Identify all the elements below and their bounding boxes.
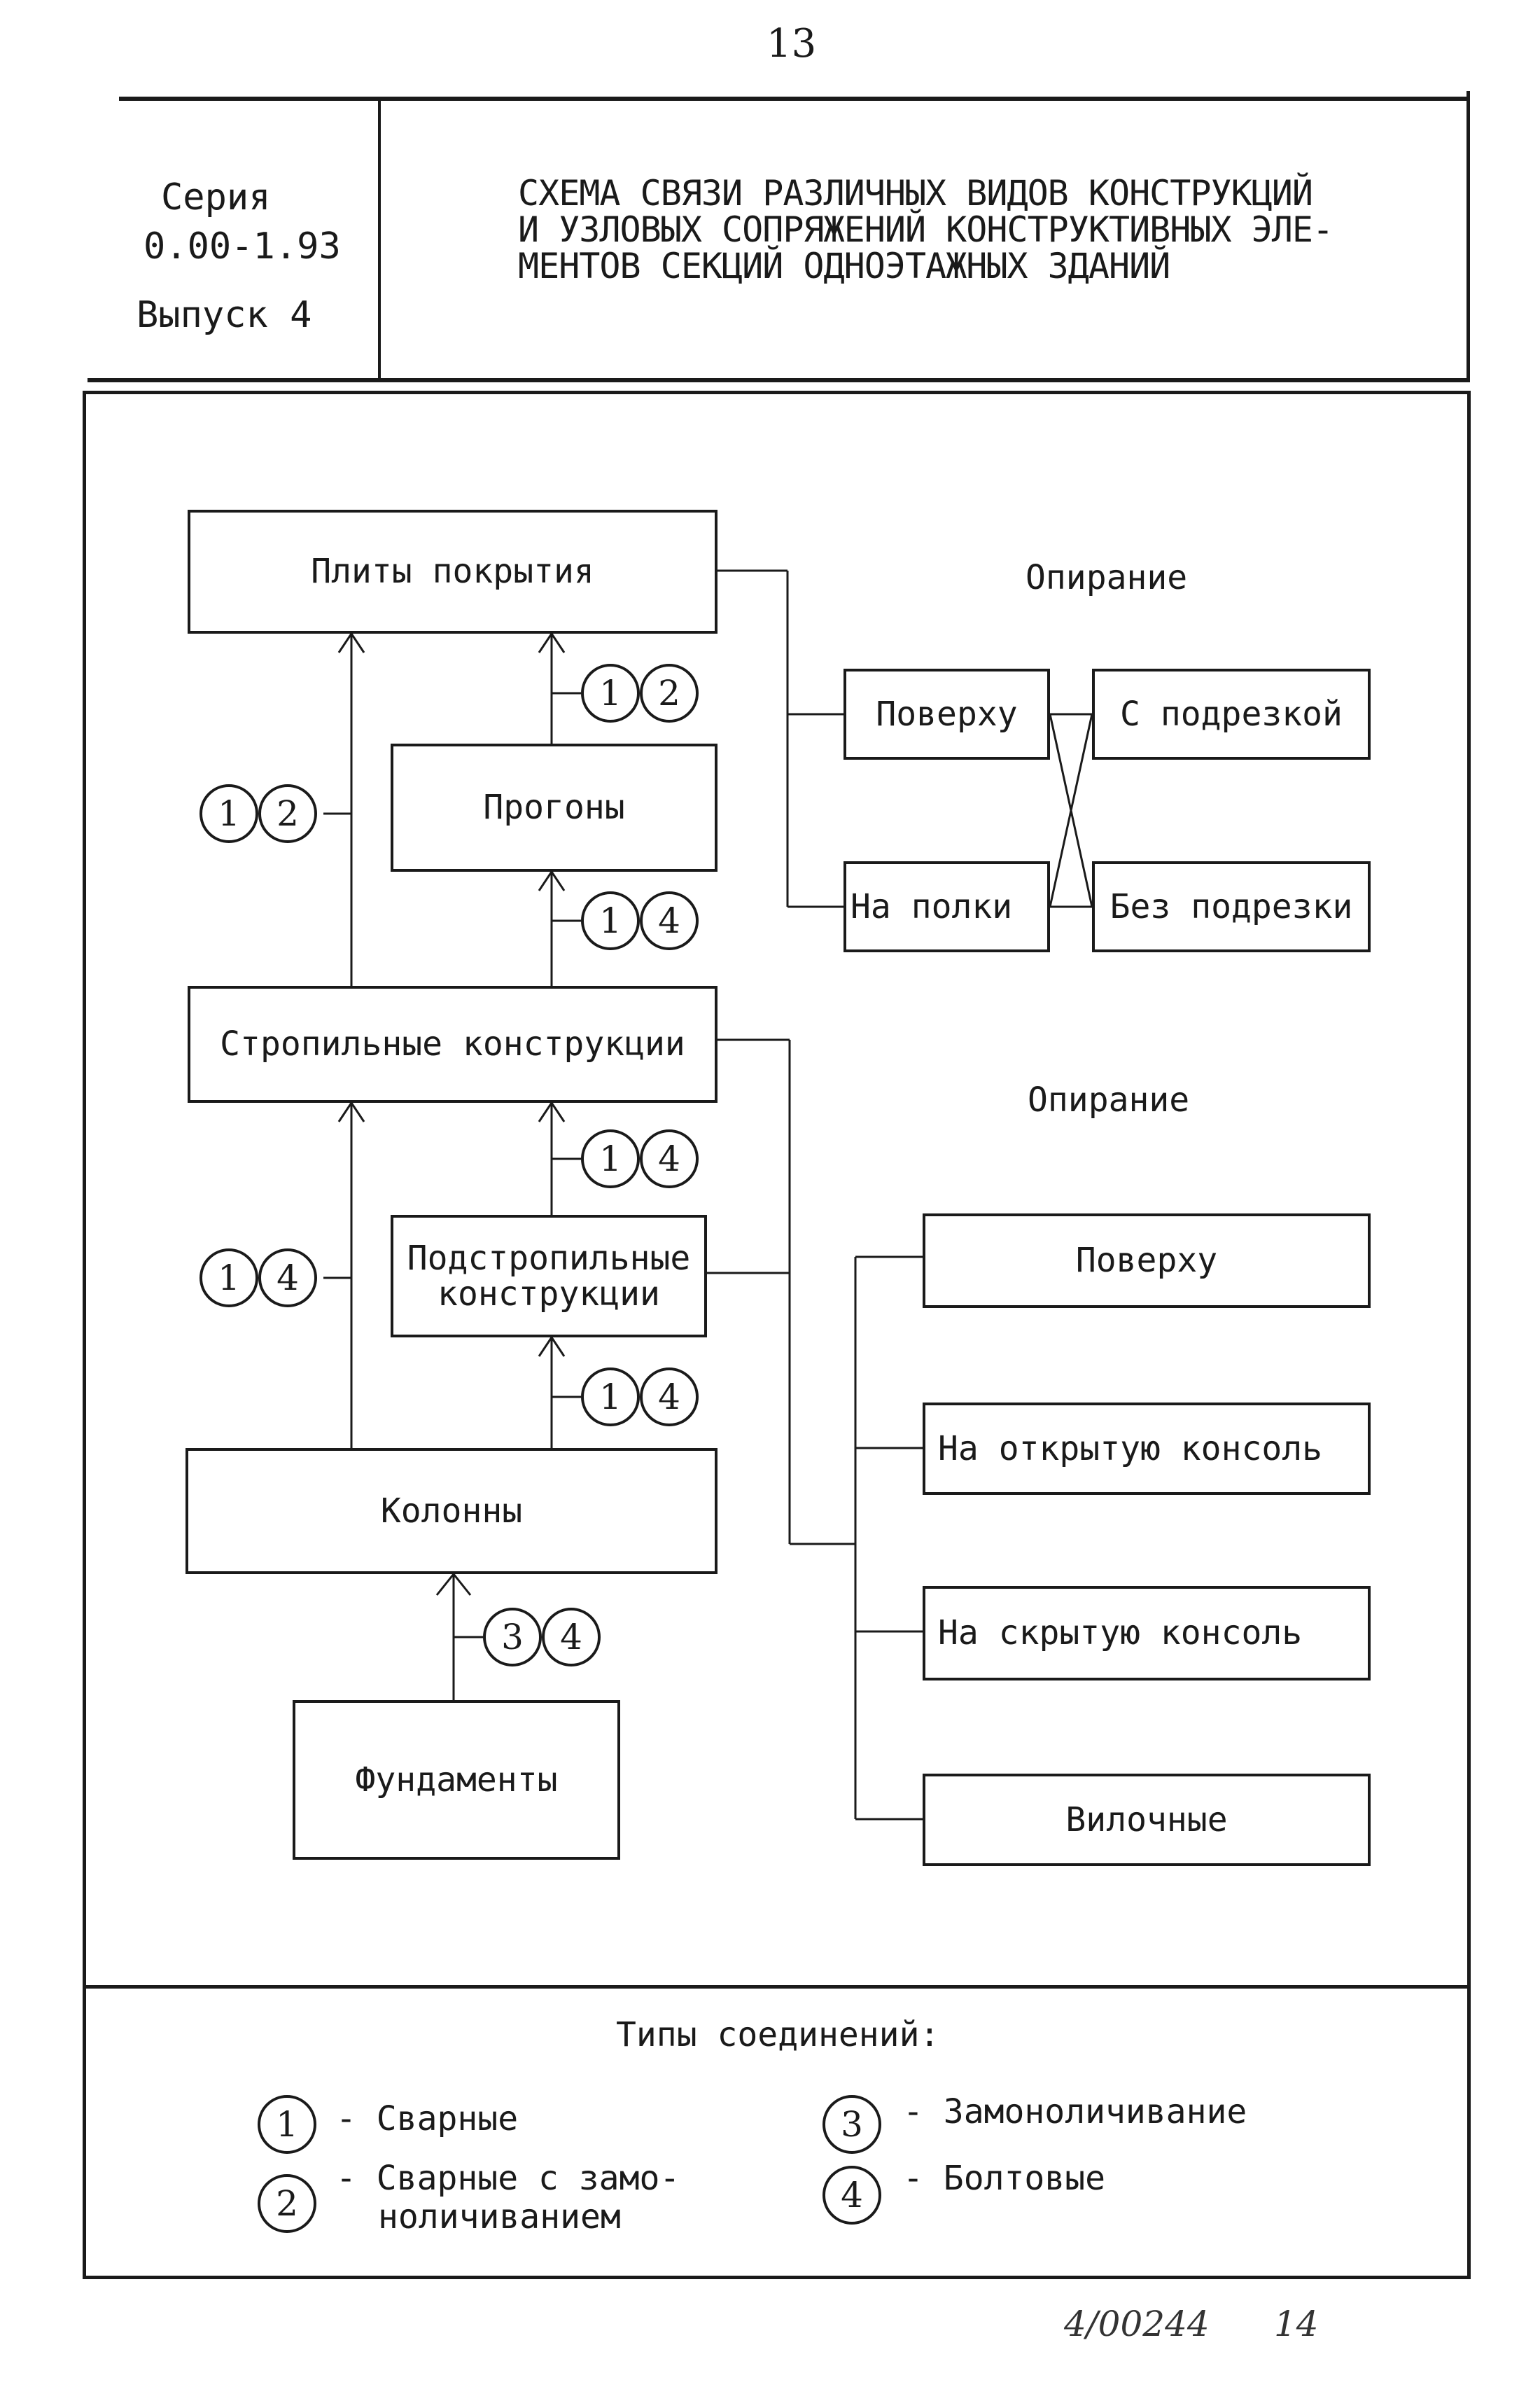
foundations-box: Фундаменты — [293, 1700, 620, 1860]
support-top-option-shelves: На полки — [844, 861, 1050, 952]
series-label: Серия — [161, 176, 271, 218]
cut-option-with-cut: С подрезкой — [1092, 669, 1371, 760]
roof-slabs-box: Плиты покрытия — [188, 510, 718, 634]
support-top-option-top-label: Поверху — [876, 694, 1018, 734]
purlins-box: Прогоны — [391, 744, 718, 872]
support-bottom-option-fork-label: Вилочные — [1065, 1800, 1228, 1839]
columns-subrafters-type-b: 4 — [640, 1368, 699, 1426]
legend-text-2-line-2: ноличиванием — [378, 2197, 621, 2236]
columns-box: Колонны — [186, 1448, 718, 1574]
support-bottom-option-fork: Вилочные — [923, 1774, 1371, 1866]
support-bottom-option-top: Поверху — [923, 1213, 1371, 1308]
cut-option-with-cut-label: С подрезкой — [1120, 694, 1343, 734]
subrafters-box: Подстропильные конструкции — [391, 1215, 707, 1337]
legend-heading: Типы соединений: — [616, 2015, 940, 2054]
columns-label: Колонны — [380, 1491, 523, 1531]
foundations-label: Фундаменты — [355, 1760, 558, 1800]
handwritten-inventory-code: 4/00244 — [1064, 2304, 1210, 2344]
purlins-label: Прогоны — [483, 788, 625, 828]
columns-rafters-type-a: 1 — [200, 1248, 258, 1307]
support-bottom-option-hidden-console-label: На скрытую консоль — [938, 1613, 1303, 1653]
legend-circle-2: 2 — [258, 2174, 316, 2233]
legend-circle-1: 1 — [258, 2095, 316, 2154]
diagram-title-line-3: МЕНТОВ СЕКЦИЙ ОДНОЭТАЖНЫХ ЗДАНИЙ — [518, 246, 1170, 286]
header-right-border — [1466, 91, 1470, 382]
subrafters-rafters-type-a: 1 — [581, 1129, 640, 1188]
purlins-slabs-type-a: 1 — [581, 664, 640, 723]
legend-text-4: - Болтовые — [903, 2159, 1105, 2198]
support-bottom-option-open-console: На открытую консоль — [923, 1403, 1371, 1495]
rafters-slabs-type-b: 2 — [258, 784, 317, 843]
subrafters-label-line-2: конструкции — [438, 1274, 660, 1314]
columns-rafters-type-b: 4 — [258, 1248, 317, 1307]
series-number: 0.00-1.93 — [144, 225, 341, 267]
header-divider — [378, 97, 381, 380]
support-heading-bottom: Опирание — [1028, 1080, 1190, 1120]
cut-option-without-cut: Без подрезки — [1092, 861, 1371, 952]
header-bottom-border — [88, 378, 1470, 382]
diagram-title-line-2: И УЗЛОВЫХ СОПРЯЖЕНИЙ КОНСТРУКТИВНЫХ ЭЛЕ- — [518, 209, 1334, 250]
rafters-purlins-type-b: 4 — [640, 891, 699, 950]
purlins-slabs-type-b: 2 — [640, 664, 699, 723]
diagram-title-line-1: СХЕМА СВЯЗИ РАЗЛИЧНЫХ ВИДОВ КОНСТРУКЦИЙ — [518, 173, 1313, 214]
cut-option-without-cut-label: Без подрезки — [1110, 886, 1353, 926]
support-top-option-shelves-label: На полки — [850, 886, 1013, 926]
columns-subrafters-type-a: 1 — [581, 1368, 640, 1426]
legend-text-1: - Сварные — [336, 2099, 519, 2138]
legend-circle-4: 4 — [822, 2166, 881, 2225]
header-top-border — [119, 97, 1470, 101]
support-bottom-option-top-label: Поверху — [1075, 1241, 1218, 1281]
foundations-columns-type-a: 3 — [483, 1608, 542, 1666]
support-bottom-option-hidden-console: На скрытую консоль — [923, 1586, 1371, 1680]
issue-label: Выпуск 4 — [136, 294, 312, 336]
legend-circle-3: 3 — [822, 2095, 881, 2154]
roof-slabs-label: Плиты покрытия — [311, 552, 594, 592]
subrafters-rafters-type-b: 4 — [640, 1129, 699, 1188]
foundations-columns-type-b: 4 — [542, 1608, 601, 1666]
page-number: 13 — [766, 21, 817, 67]
support-bottom-option-open-console-label: На открытую консоль — [938, 1428, 1323, 1468]
rafters-box: Стропильные конструкции — [188, 986, 718, 1103]
rafters-label: Стропильные конструкции — [220, 1024, 685, 1064]
legend-text-2-line-1: - Сварные с замо- — [336, 2159, 680, 2198]
rafters-slabs-type-a: 1 — [200, 784, 258, 843]
diagram-frame — [83, 391, 1471, 2279]
support-top-option-top: Поверху — [844, 669, 1050, 760]
legend-text-3: - Замоноличивание — [903, 2092, 1247, 2131]
support-heading-top: Опирание — [1026, 558, 1188, 597]
rafters-purlins-type-a: 1 — [581, 891, 640, 950]
legend-divider — [83, 1985, 1471, 1989]
handwritten-page-number: 14 — [1274, 2304, 1319, 2344]
subrafters-label-line-1: Подстропильные — [407, 1239, 691, 1279]
